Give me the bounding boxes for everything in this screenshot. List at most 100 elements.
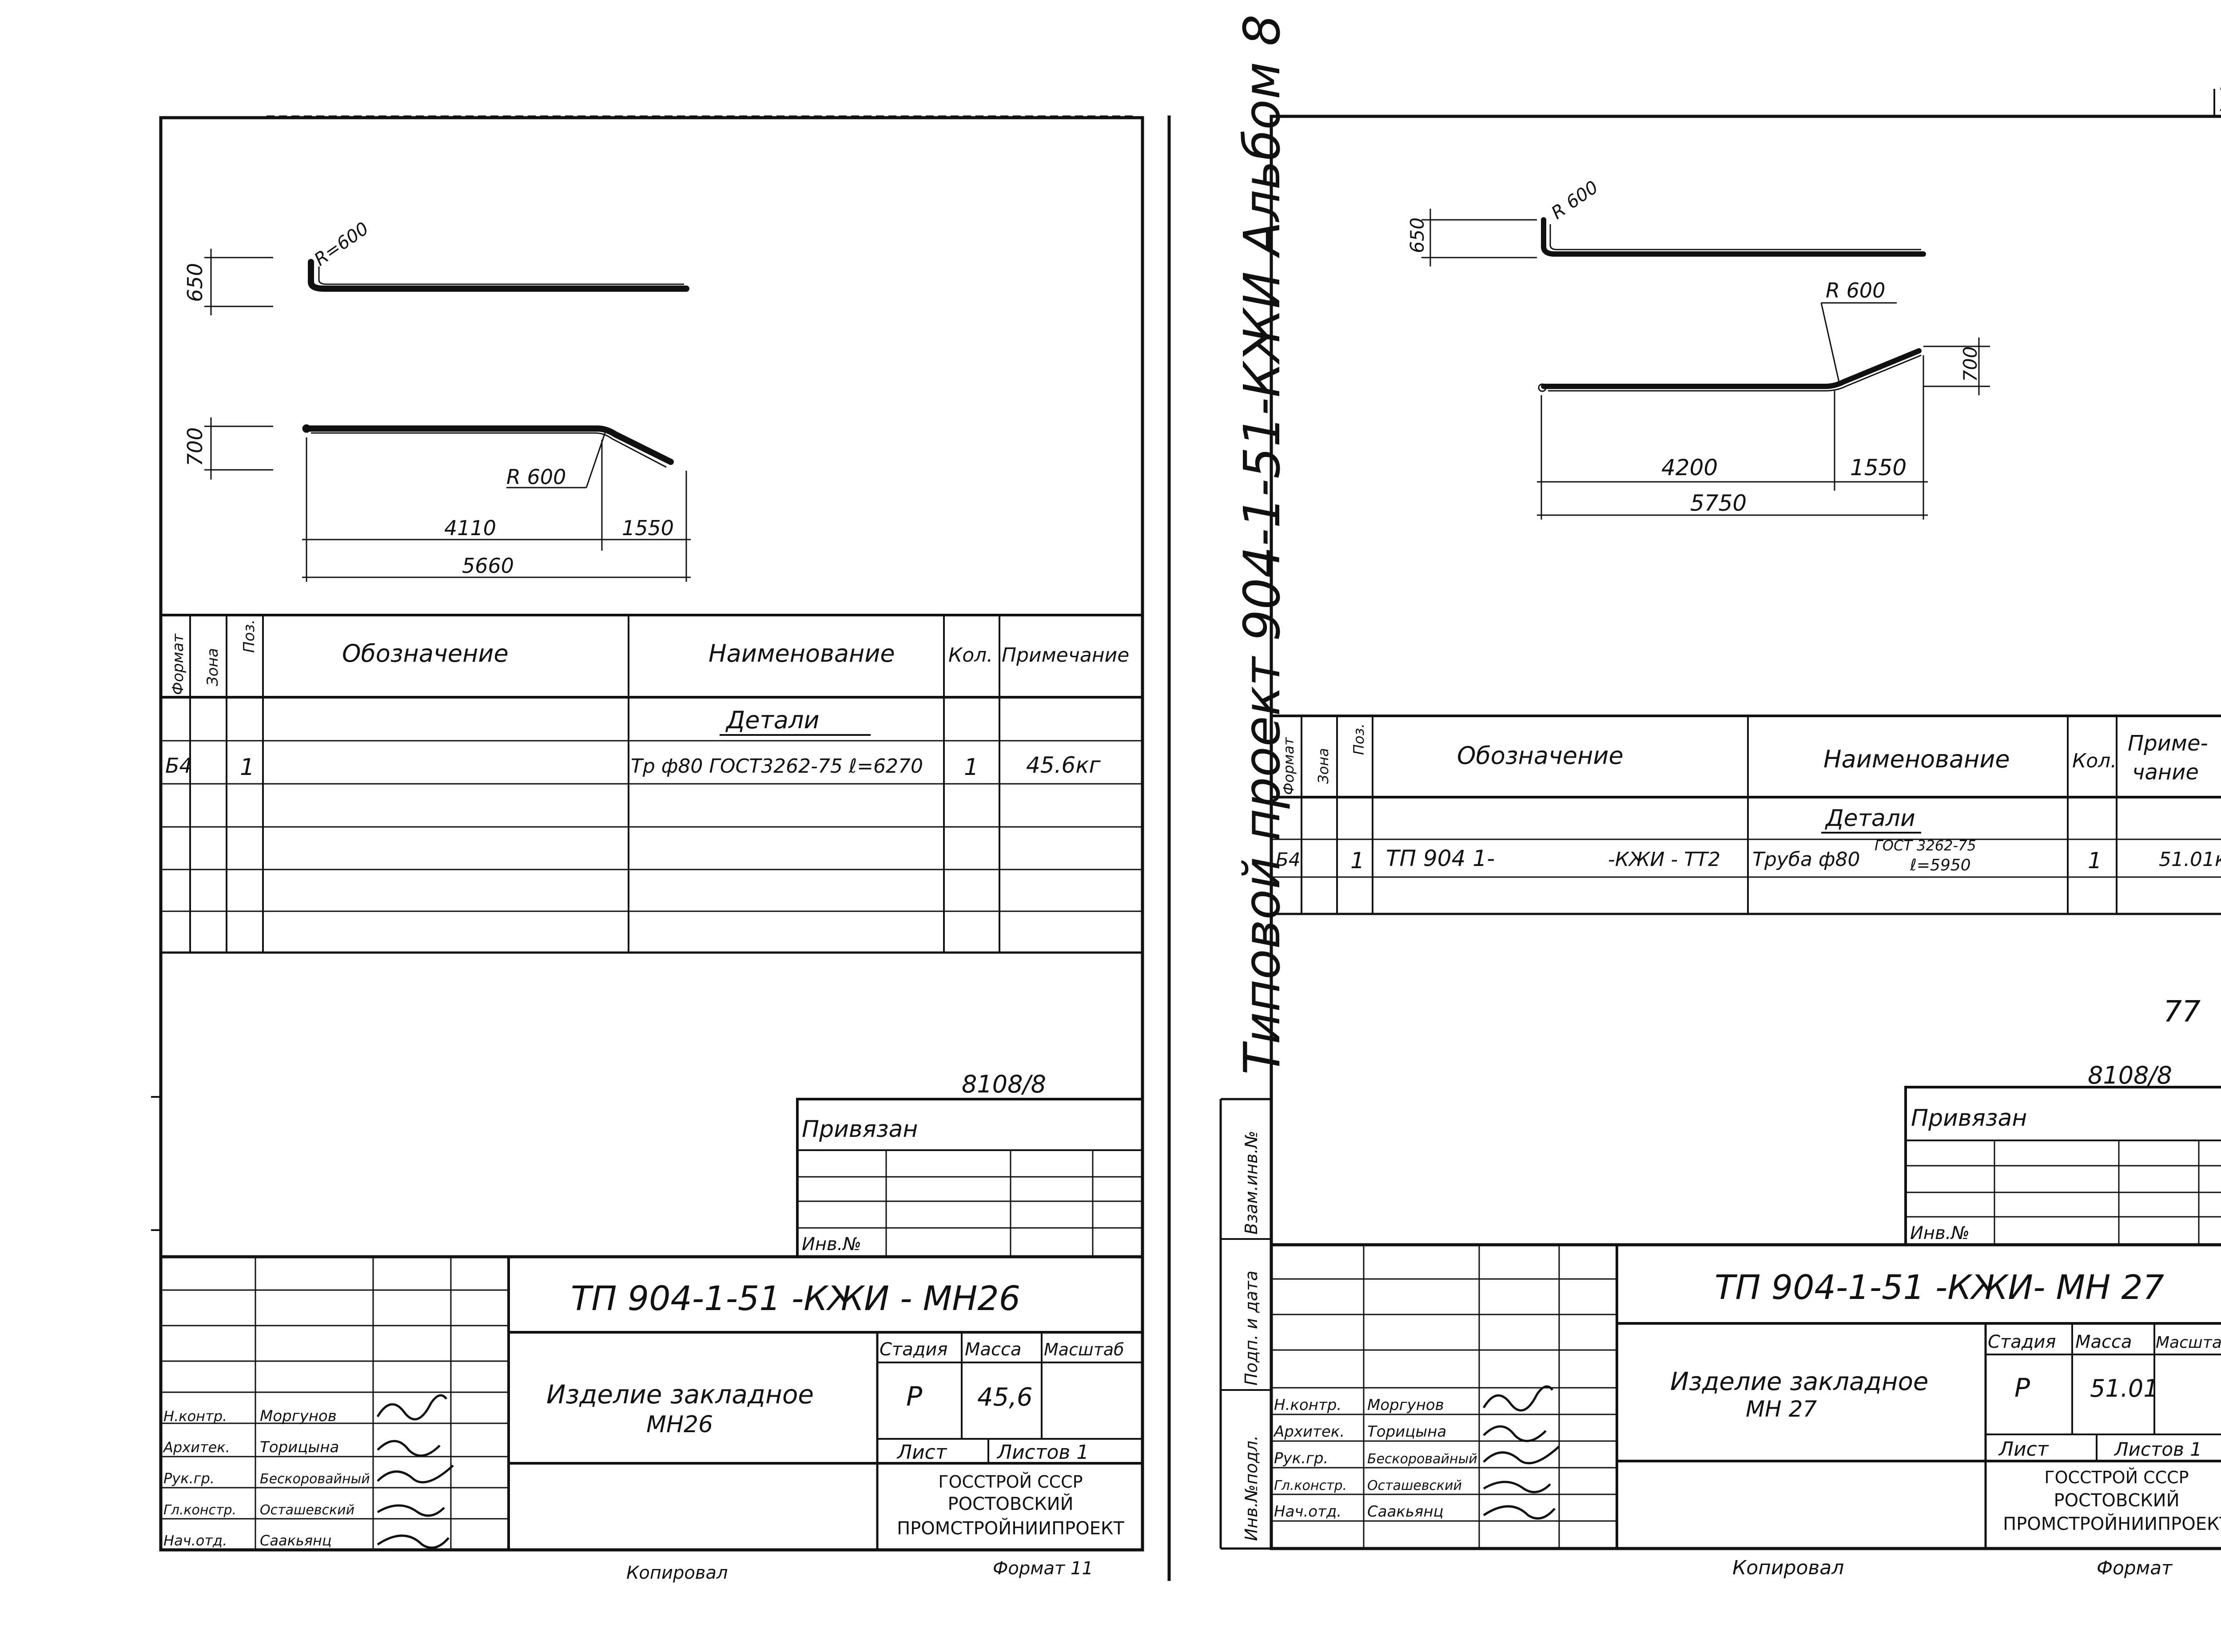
right-person3-name: Бескоровайный — [1367, 1451, 1477, 1467]
right-copied-label: Копировал — [1732, 1557, 1844, 1579]
left-stage-value: Р — [906, 1381, 923, 1412]
left-stamp-code: ТП 904-1-51 -КЖИ - МН26 — [571, 1279, 1020, 1318]
right-hdr-designation: Обозначение — [1457, 742, 1624, 770]
left-hdr-designation: Обозначение — [342, 639, 509, 667]
left-hdr-scale: Масштаб — [1044, 1340, 1124, 1359]
left-row1-name: Тр ф80 ГОСТ3262-75 ℓ=6270 — [631, 755, 923, 778]
right-signature-3 — [1483, 1446, 1560, 1465]
left-signature-3 — [377, 1465, 454, 1484]
left-person5-role: Нач.отд. — [163, 1532, 227, 1549]
right-hdr-scale: Масштаб — [2156, 1334, 2221, 1352]
right-row1-designation-b: -КЖИ - ТТ2 — [1608, 848, 1720, 871]
left-ref: 8108/8 — [962, 1070, 1046, 1098]
left-person1-role: Н.контр. — [163, 1408, 227, 1425]
right-person4-role: Гл.констр. — [1274, 1478, 1347, 1493]
right-sheet: Инв.№подл. Подп. и дата Взам.инв.№ Типов… — [1219, 14, 2221, 1579]
right-format-label: Формат — [2097, 1557, 2173, 1579]
left-person5-name: Саакьянц — [260, 1532, 332, 1549]
right-row1-gost: ГОСТ 3262-75 — [1875, 837, 1976, 854]
right-ref-page: 77 — [2163, 994, 2201, 1029]
right-person1-name: Моргунов — [1367, 1396, 1444, 1414]
left-mass-value: 45,6 — [977, 1383, 1033, 1412]
left-row1-format: Б4 — [165, 754, 192, 778]
left-person3-name: Бескоровайный — [260, 1471, 370, 1487]
left-signature-4 — [377, 1504, 445, 1517]
right-height-bottom: 700 — [1959, 346, 1981, 382]
left-hdr-mass: Масса — [965, 1339, 1022, 1360]
right-org-line3: ПРОМСТРОЙНИИПРОЕКТ — [2003, 1513, 2221, 1534]
left-person4-role: Гл.констр. — [163, 1502, 236, 1518]
right-title-block: ТП 904-1-51 -КЖИ- МН 27 Изделие закладно… — [1271, 1243, 2221, 1549]
right-person5-name: Саакьянц — [1367, 1503, 1444, 1521]
right-bound-title: Привязан — [1911, 1105, 2027, 1132]
right-len-total: 5750 — [1690, 490, 1747, 516]
right-hdr-zone: Зона — [1315, 748, 1332, 784]
left-height-bottom: 700 — [183, 427, 207, 466]
right-side-strip: Инв.№подл. Подп. и дата Взам.инв.№ — [1219, 1098, 1271, 1550]
left-product-code: МН26 — [646, 1411, 713, 1438]
right-height-top: 650 — [1406, 218, 1428, 253]
right-person5-role: Нач.отд. — [1274, 1503, 1341, 1521]
left-bound-block: Привязан Инв.№ — [796, 1098, 1144, 1258]
right-hdr-qty: Кол. — [2072, 750, 2117, 772]
right-hdr-format: Формат — [1280, 737, 1297, 795]
left-row1-note: 45.6кг — [1026, 752, 1101, 778]
right-org-line2: РОСТОВСКИЙ — [2054, 1489, 2179, 1511]
left-org-line1: ГОССТРОЙ СССР — [938, 1472, 1083, 1492]
left-signature-5 — [377, 1534, 450, 1549]
right-product-name: Изделие закладное — [1670, 1367, 1928, 1396]
left-signature-2 — [377, 1440, 441, 1457]
right-section-details: Детали — [1825, 805, 1915, 832]
left-bend-radius-top: R=600 — [310, 218, 372, 270]
right-pipe-drawing-top: 650 R 600 — [1406, 177, 1926, 266]
right-hdr-note-2: чание — [2132, 760, 2199, 785]
right-bend-radius-bottom: R 600 — [1826, 278, 1885, 302]
left-pipe-drawing-top: 650 R=600 — [183, 218, 689, 315]
right-signature-2 — [1483, 1425, 1547, 1442]
right-bound-inv: Инв.№ — [1910, 1223, 1970, 1243]
left-hdr-pos: Поз. — [240, 620, 258, 653]
right-stage-value: Р — [2014, 1373, 2030, 1403]
left-hdr-zone: Зона — [204, 648, 222, 686]
left-person1-name: Моргунов — [260, 1407, 337, 1425]
left-len-bent: 1550 — [622, 516, 674, 540]
left-bend-radius-bottom: R 600 — [506, 465, 566, 489]
left-signature-1 — [376, 1394, 447, 1421]
left-person4-name: Осташевский — [260, 1502, 354, 1518]
left-hdr-name: Наименование — [708, 639, 895, 667]
right-org-line1: ГОССТРОЙ СССР — [2044, 1468, 2189, 1487]
left-hdr-qty: Кол. — [948, 644, 993, 667]
right-hdr-mass: Масса — [2075, 1332, 2132, 1352]
right-person4-name: Осташевский — [1367, 1478, 1462, 1493]
right-len-bent: 1550 — [1850, 455, 1907, 481]
right-row1-pos: 1 — [1350, 848, 1365, 874]
left-row1-pos: 1 — [240, 754, 255, 781]
left-copied-label: Копировал — [626, 1563, 728, 1583]
left-person2-name: Торицына — [260, 1438, 339, 1456]
right-person1-role: Н.контр. — [1274, 1396, 1341, 1414]
left-bound-inv: Инв.№ — [802, 1234, 861, 1255]
left-sheets-label: Листов 1 — [996, 1441, 1089, 1464]
right-person3-role: Рук.гр. — [1274, 1449, 1328, 1467]
right-spec-table: Формат Зона Поз. Обозначение Наименовани… — [1271, 715, 2221, 915]
left-product-name: Изделие закладное — [546, 1379, 814, 1410]
right-row1-length: ℓ=5950 — [1910, 856, 1971, 874]
right-pipe-drawing-bottom: R 600 700 4200 1550 5750 — [1537, 278, 1990, 520]
right-stamp-code: ТП 904-1-51 -КЖИ- МН 27 — [1715, 1267, 2164, 1307]
right-sheets-label: Листов 1 — [2114, 1438, 2202, 1460]
left-person3-role: Рук.гр. — [163, 1470, 215, 1487]
left-len-straight: 4110 — [444, 516, 496, 540]
right-signature-1 — [1482, 1385, 1553, 1412]
page-number: 77 — [2217, 81, 2221, 119]
side-label-replace-inv: Взам.инв.№ — [1242, 1131, 1261, 1235]
right-hdr-pos: Поз. — [1350, 723, 1367, 755]
left-len-total: 5660 — [462, 554, 514, 578]
right-sheet-label: Лист — [1998, 1438, 2049, 1461]
right-len-straight: 4200 — [1661, 455, 1718, 481]
left-person2-role: Архитек. — [163, 1439, 230, 1456]
right-row1-name: Труба ф80 — [1752, 848, 1860, 871]
right-row1-format: Б4 — [1276, 849, 1301, 870]
left-hdr-note: Примечание — [1002, 644, 1129, 667]
right-mass-value: 51.01 — [2090, 1374, 2159, 1402]
